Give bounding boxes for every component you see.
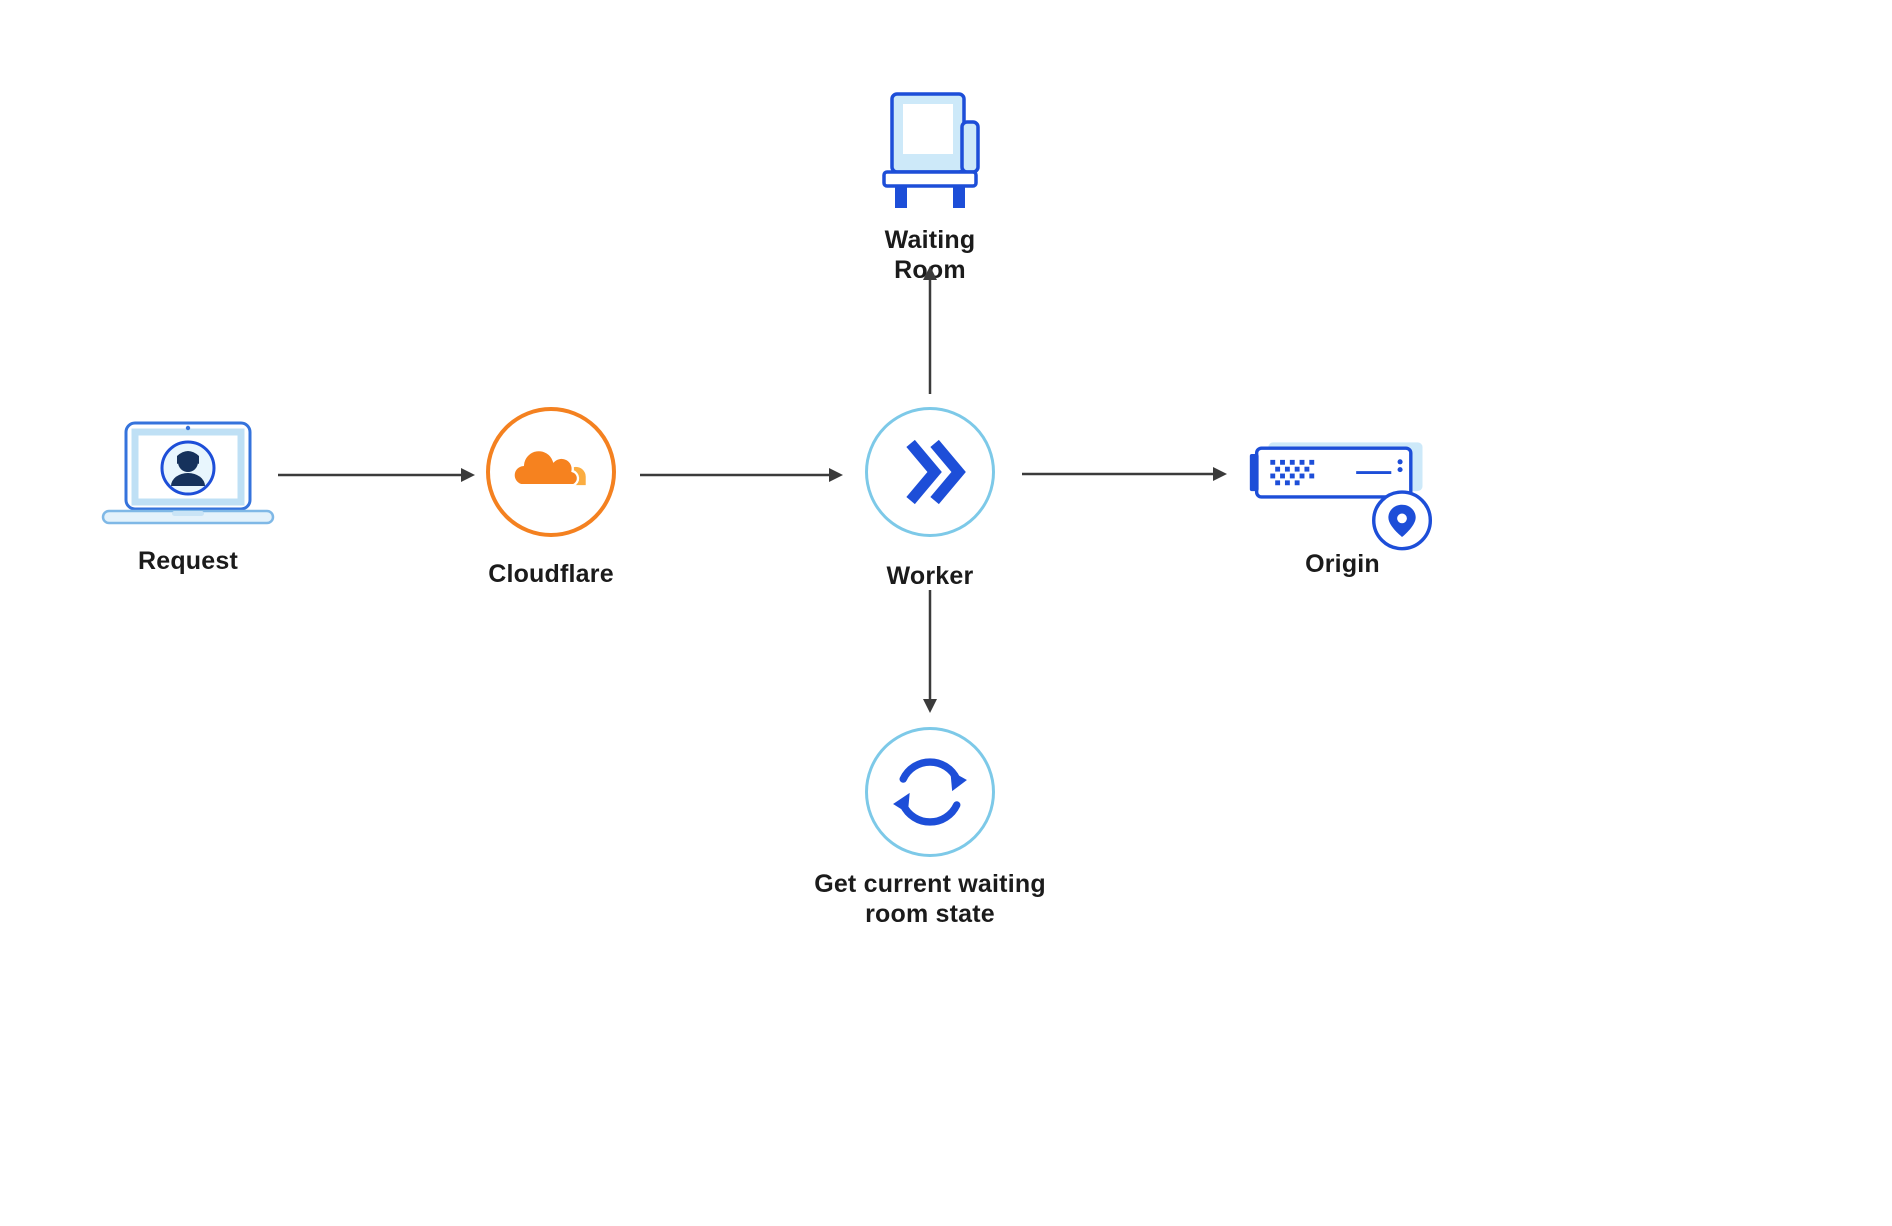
request-label: Request bbox=[137, 547, 239, 575]
node-worker: Worker bbox=[865, 407, 995, 592]
arrow-request-to-cloudflare bbox=[278, 468, 475, 482]
node-waiting-room: Waiting Room bbox=[864, 90, 996, 285]
node-origin: Origin bbox=[1240, 436, 1445, 580]
worker-chevrons-icon bbox=[906, 439, 966, 505]
armchair-icon bbox=[882, 92, 980, 208]
cloudflare-label: Cloudflare bbox=[488, 560, 614, 588]
refresh-cycle-icon bbox=[893, 758, 967, 826]
cloudflare-ring bbox=[486, 407, 616, 537]
arrow-worker-to-waiting-room bbox=[923, 266, 937, 394]
node-waiting-state: Get current waiting room state bbox=[800, 727, 1060, 929]
origin-label: Origin bbox=[1305, 550, 1380, 578]
waiting-state-label: Get current waiting room state bbox=[814, 870, 1046, 928]
arrow-worker-to-waiting-state bbox=[923, 590, 937, 713]
arrow-worker-to-origin bbox=[1022, 467, 1227, 481]
node-cloudflare: Cloudflare bbox=[486, 407, 616, 590]
arrow-cloudflare-to-worker bbox=[640, 468, 843, 482]
cloudflare-logo-icon bbox=[512, 448, 586, 487]
laptop-user-icon bbox=[101, 421, 275, 525]
node-request: Request bbox=[93, 420, 283, 577]
waiting-state-ring bbox=[865, 727, 995, 857]
worker-ring bbox=[865, 407, 995, 537]
worker-label: Worker bbox=[886, 562, 974, 590]
server-location-icon bbox=[1249, 442, 1432, 551]
